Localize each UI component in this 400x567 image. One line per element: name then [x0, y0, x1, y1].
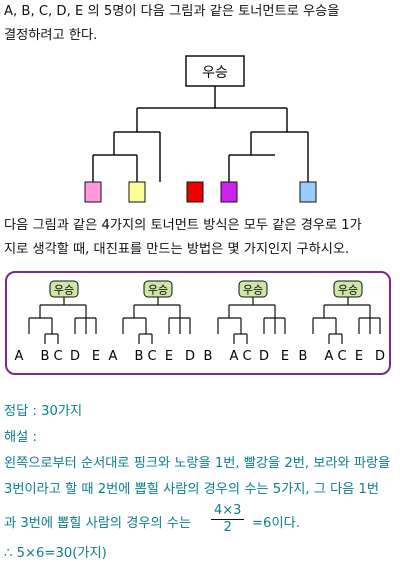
player-label: B: [299, 349, 308, 364]
variant-winner-label: 우승: [243, 284, 263, 297]
explain-line-3-pre: 과 3번에 뽑힐 사람의 경우의 수는: [4, 516, 192, 531]
explain-line-2: 3번이라고 할 때 2번에 뽑힐 사람의 경우의 수는 5가지, 그 다음 1번: [4, 482, 380, 497]
variants-border: [5, 271, 391, 375]
player-label: E: [92, 349, 100, 364]
player-label: A: [230, 349, 239, 364]
player-label: A: [325, 349, 334, 364]
player-label: B: [135, 349, 144, 364]
player-label: A: [109, 349, 118, 364]
player-label: D: [185, 349, 195, 364]
explain-label: 해설 :: [4, 430, 37, 445]
variant-winner-box: [238, 280, 268, 298]
problem-line-4: 지로 생각할 때, 대진표를 만드는 방법은 몇 가지인지 구하시오.: [4, 242, 350, 257]
fraction-numerator: 4×3: [211, 503, 245, 520]
variant-winner-box: [143, 280, 173, 298]
player-label: D: [70, 349, 80, 364]
slot-blue: [299, 181, 317, 203]
slot-red: [186, 181, 204, 203]
slot-pink: [84, 181, 102, 203]
variant-winner-box: [333, 280, 363, 298]
variant-winner-box: [49, 280, 79, 298]
final-answer: ∴ 5×6=30(가지): [4, 546, 107, 561]
player-label: C: [147, 349, 156, 364]
slot-yellow: [128, 181, 146, 203]
problem-line-1: A, B, C, D, E 의 5명이 다음 그림과 같은 토너먼트로 우승을: [4, 4, 340, 19]
top-bracket-diagram: 우승: [84, 55, 317, 203]
player-label: B: [41, 349, 50, 364]
fraction: 4×3 2: [211, 503, 245, 536]
player-label: C: [337, 349, 346, 364]
answer-line: 정답 : 30가지: [4, 404, 83, 419]
problem-line-3: 다음 그림과 같은 4가지의 토너먼트 방식은 모두 같은 경우로 1가: [4, 218, 362, 233]
explain-line-1: 왼쪽으로부터 순서대로 핑크와 노랑을 1번, 빨강을 2번, 보라와 파랑을: [4, 456, 391, 471]
problem-line-2: 결정하려고 한다.: [4, 28, 98, 43]
variant-winner-label: 우승: [148, 284, 168, 297]
player-label: C: [53, 349, 62, 364]
variant-winner-label: 우승: [54, 284, 74, 297]
top-winner-label: 우승: [202, 65, 228, 81]
player-label: D: [259, 349, 269, 364]
explain-line-3-post: =6이다.: [252, 516, 300, 531]
player-label: E: [355, 349, 363, 364]
player-label: B: [204, 349, 213, 364]
player-label: A: [15, 349, 24, 364]
variant-winner-label: 우승: [338, 284, 358, 297]
player-label: E: [165, 349, 173, 364]
slot-purple: [220, 181, 238, 203]
player-label: E: [281, 349, 289, 364]
player-label: C: [242, 349, 251, 364]
fraction-denominator: 2: [223, 520, 232, 535]
player-label: D: [375, 349, 385, 364]
